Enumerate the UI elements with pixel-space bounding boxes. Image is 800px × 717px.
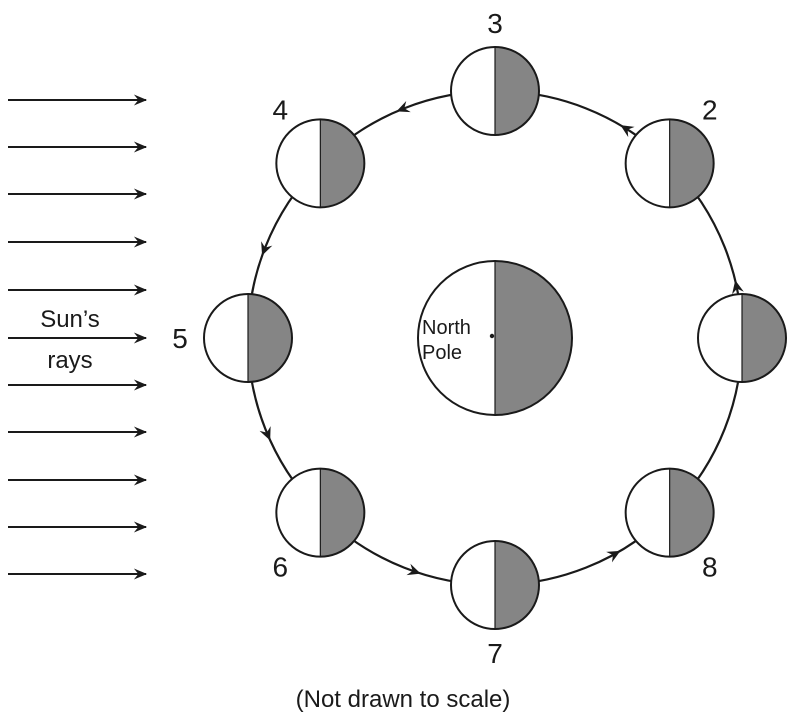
moon-position-label: 4 [272,94,288,125]
moon-outline [697,293,787,383]
moon-position-8: 8 [624,467,718,583]
moon-outline [203,293,293,383]
moon-outline [450,46,540,136]
orbit-arrow [732,280,744,295]
moon-position-3: 3 [450,8,540,136]
earth-label-line1: North [422,317,471,339]
moon-dark-half [320,119,365,208]
moon-position-4: 4 [272,94,366,209]
moon-position-label: 8 [702,552,718,583]
sun-rays [8,94,148,580]
sun-label-line1: Sun’s [40,306,100,333]
moon-outline [624,467,715,558]
sun-label-line2: rays [47,347,92,374]
moon-position-label: 3 [487,8,503,39]
earth-label-line2: Pole [422,342,462,364]
moon-position-1: 1 [697,293,787,383]
earth: North Pole [417,260,573,416]
moon-position-label: 2 [702,94,718,125]
moon-position-6: 6 [272,467,366,583]
moon-position-label: 5 [172,323,188,354]
caption: (Not drawn to scale) [296,686,511,713]
moon-dark-half [248,294,292,382]
moon-position-2: 2 [624,94,718,209]
moon-outline [450,540,540,630]
north-pole-dot [489,333,495,339]
moon-dark-half [669,468,714,557]
moon-position-7: 7 [450,540,540,669]
moon-outline [275,467,366,558]
orbit-direction-arrows [259,100,744,576]
orbit-arrow [396,100,411,113]
moon-outline [624,118,715,209]
orbit-arrow [406,563,421,576]
orbit-arrow [261,241,273,256]
moon-position-label: 7 [487,638,503,669]
moon-dark-half [495,541,539,629]
moons: 1 2 3 4 5 6 7 8 [172,8,787,669]
moon-dark-half [320,468,365,557]
earth-dark-half [495,261,572,415]
moon-outline [275,118,366,209]
moon-position-label: 6 [272,552,288,583]
moon-dark-half [742,294,786,382]
orbit-arrow [606,550,621,563]
orbit-arrow [259,426,271,441]
orbit-arrow [620,125,635,138]
moon-position-5: 5 [172,293,293,383]
moon-dark-half [669,119,714,208]
moon-dark-half [495,47,539,135]
